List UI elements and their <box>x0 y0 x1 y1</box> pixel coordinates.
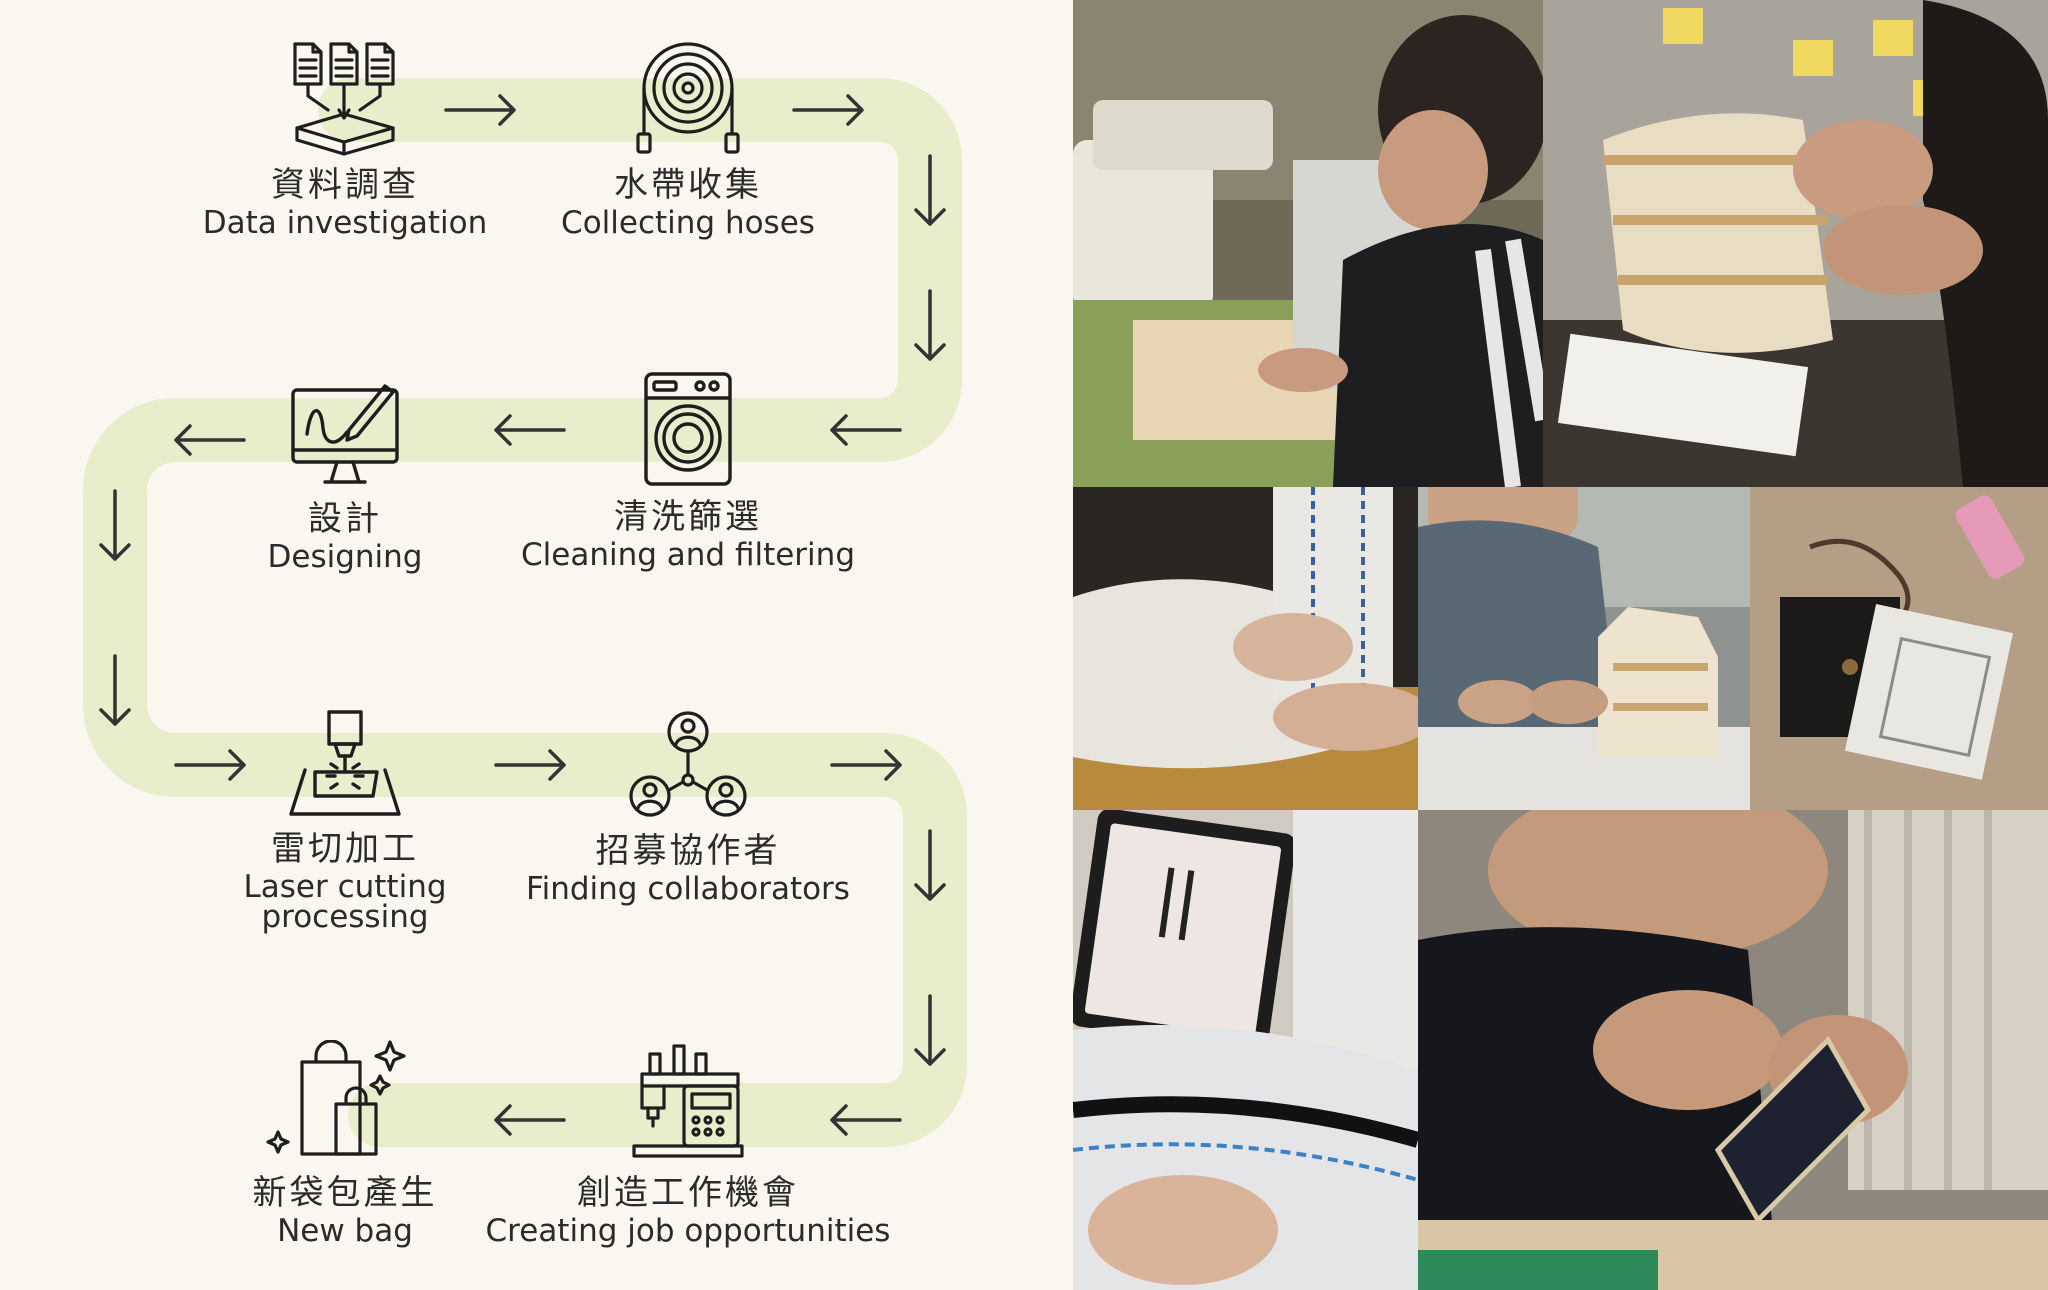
flow-arrow-down <box>914 289 946 361</box>
flow-arrow-right <box>830 749 902 781</box>
step-title-en: Collecting hoses <box>561 205 815 241</box>
flow-arrow-right <box>494 749 566 781</box>
step-finding-collaborators: 招募協作者 Finding collaborators <box>488 710 888 907</box>
flow-arrow-down <box>914 154 946 226</box>
flow-arrow-left <box>494 414 566 446</box>
step-title-zh: 新袋包產生 <box>252 1173 438 1213</box>
step-title-zh: 水帶收集 <box>614 165 762 205</box>
flow-arrow-left <box>174 424 246 456</box>
washing-machine-icon <box>644 372 732 486</box>
flow-arrow-down <box>99 654 131 726</box>
step-collecting-hoses: 水帶收集 Collecting hoses <box>538 38 838 241</box>
laser-cutter-icon <box>289 710 401 816</box>
flow-arrow-left <box>830 414 902 446</box>
flow-arrow-down <box>914 829 946 901</box>
flow-arrow-left <box>830 1104 902 1136</box>
step-data-investigation: 資料調查 Data investigation <box>195 38 495 241</box>
step-title-en: New bag <box>277 1213 413 1249</box>
flow-arrow-left <box>494 1104 566 1136</box>
photo-hands-holding-hose-strap <box>1073 487 1418 810</box>
step-title-zh: 招募協作者 <box>595 831 781 871</box>
photo-hands-weaving-hose-basket <box>1543 0 2048 487</box>
step-title-zh: 創造工作機會 <box>577 1173 799 1213</box>
step-title-en: Designing <box>267 539 423 575</box>
shopping-bags-sparkle-icon <box>266 1040 406 1156</box>
process-diagram: 資料調查 Data investigation 水帶收集 Collecting … <box>83 38 967 1249</box>
flow-arrow-right <box>444 94 516 126</box>
step-title-en: Laser cutting processing <box>243 869 447 935</box>
step-title-en: Finding collaborators <box>526 871 850 907</box>
step-designing: 設計 Designing <box>195 378 495 575</box>
photo-woman-sewing-machine <box>1073 0 1543 487</box>
step-title-en: Data investigation <box>202 205 488 241</box>
collaborators-network-icon <box>629 711 747 817</box>
step-creating-jobs: 創造工作機會 Creating job opportunities <box>478 1040 898 1249</box>
step-title-en: Cleaning and filtering <box>521 537 855 573</box>
monitor-design-icon <box>291 384 399 484</box>
step-title-zh: 清洗篩選 <box>614 497 762 537</box>
coiled-hose-icon <box>636 42 740 154</box>
step-title-zh: 雷切加工 <box>271 829 419 869</box>
flow-arrow-down <box>914 994 946 1066</box>
step-title-zh: 資料調查 <box>271 165 419 205</box>
step-cleaning-filtering: 清洗篩選 Cleaning and filtering <box>478 370 898 573</box>
flow-arrow-right <box>174 749 246 781</box>
photo-tablet-and-sewing-machine <box>1073 810 1418 1290</box>
flow-arrow-down <box>99 489 131 561</box>
step-title-en: Creating job opportunities <box>485 1213 891 1249</box>
documents-to-box-icon <box>293 42 395 156</box>
photo-man-stitching-wallet <box>1418 810 2048 1290</box>
photo-collage <box>1073 0 2048 1290</box>
flow-arrow-right <box>792 94 864 126</box>
serpentine-path <box>83 78 967 1147</box>
sewing-machine-icon <box>632 1044 744 1158</box>
step-laser-cutting: 雷切加工 Laser cutting processing <box>195 708 495 935</box>
step-title-zh: 設計 <box>308 499 382 539</box>
photo-man-assembling-basket <box>1418 487 1750 810</box>
process-path <box>83 78 967 1147</box>
photo-wallet-and-cord-materials <box>1750 487 2048 810</box>
step-new-bag: 新袋包產生 New bag <box>195 1040 495 1249</box>
